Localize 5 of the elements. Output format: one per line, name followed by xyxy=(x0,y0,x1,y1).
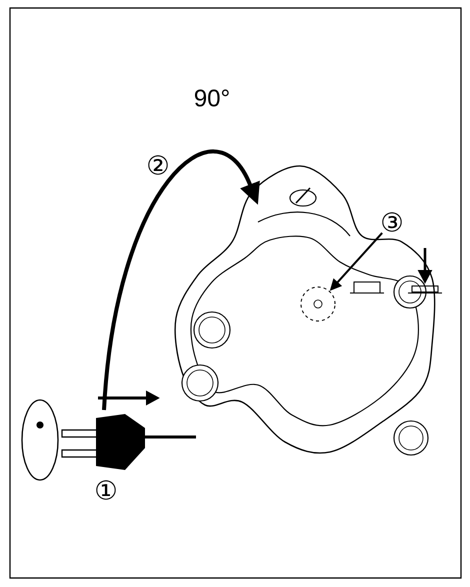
button-marker xyxy=(300,286,336,322)
angle-label: 90° xyxy=(194,90,229,106)
step-number: ② xyxy=(148,155,168,175)
step-number: ① xyxy=(96,480,116,500)
step-number: ③ xyxy=(382,212,402,232)
